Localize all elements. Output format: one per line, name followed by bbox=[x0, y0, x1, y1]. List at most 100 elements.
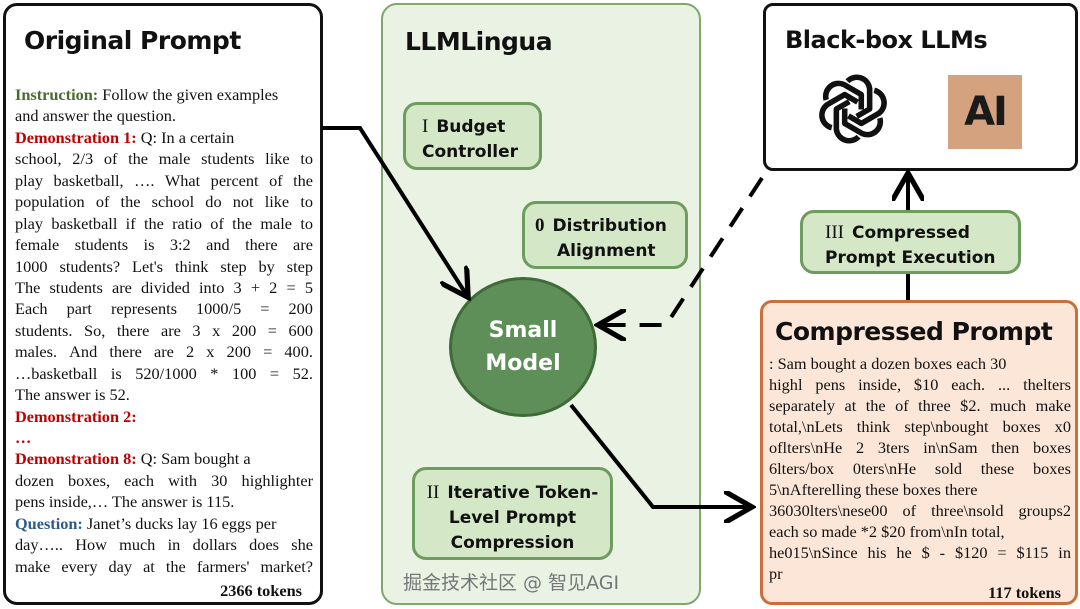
prompt-word: 2 bbox=[186, 342, 195, 362]
prompt-word: 200 bbox=[288, 299, 313, 319]
prompt-word: is bbox=[110, 363, 122, 383]
anthropic-logo-icon: AI bbox=[948, 75, 1022, 149]
prompt-word: the bbox=[128, 149, 148, 169]
compressed-line: each so made *2 $20 from\nIn total, bbox=[769, 521, 1071, 542]
prompt-line-text: Follow the given examples bbox=[98, 85, 279, 104]
prompt-word: represents bbox=[110, 299, 177, 319]
prompt-word: …basketball bbox=[15, 363, 98, 383]
distribution-line2: Alignment bbox=[557, 241, 656, 261]
compressed-word: 36030lters\nese00 bbox=[769, 501, 888, 520]
arrow-llm-feedback-dashed bbox=[602, 176, 764, 325]
prompt-word: by bbox=[258, 256, 275, 276]
black-box-llms-box: Black-box LLMs AI bbox=[763, 3, 1078, 171]
prompt-word: male bbox=[260, 213, 293, 233]
prompt-word: school bbox=[151, 192, 195, 212]
prompt-word: x bbox=[206, 342, 215, 362]
prompt-word: the bbox=[120, 192, 141, 212]
step-numeral: III bbox=[825, 222, 844, 243]
prompt-word: play bbox=[15, 170, 44, 190]
prompt-word: students bbox=[201, 149, 255, 169]
prompt-word: are bbox=[160, 320, 181, 340]
prompt-word: 100 bbox=[231, 363, 257, 383]
prompt-word: …. bbox=[134, 170, 155, 190]
prompt-word: are bbox=[293, 235, 313, 255]
prompt-word: there bbox=[109, 342, 142, 362]
prompt-word: 3:2 bbox=[169, 235, 191, 255]
prompt-line: Demonstration 1: Q: In a certain bbox=[15, 127, 313, 148]
prompt-line-text: Q: In a certain bbox=[136, 127, 235, 147]
prompt-word: do bbox=[205, 192, 222, 212]
compressed-word: the bbox=[865, 396, 886, 415]
compressed-prompt-box: Compressed Prompt : Sam bought a dozen b… bbox=[760, 300, 1078, 605]
prompt-word: like bbox=[265, 149, 290, 169]
prompt-word: step bbox=[220, 256, 247, 276]
prompt-line: Instruction: Follow the given examples bbox=[15, 84, 313, 105]
prompt-word: in bbox=[167, 535, 181, 555]
step-numeral: II bbox=[426, 482, 440, 503]
prompt-word: there bbox=[116, 320, 150, 340]
compressed-word: these bbox=[980, 459, 1015, 478]
prompt-line-text: Q: Sam bought a bbox=[136, 449, 251, 469]
prompt-word: x bbox=[212, 320, 221, 340]
compressed-word: boxes bbox=[1032, 438, 1071, 457]
prompt-word: = bbox=[269, 363, 280, 383]
prompt-word: of bbox=[210, 213, 224, 233]
compressed-prompt-title: Compressed Prompt bbox=[775, 317, 1053, 346]
prompt-word: the bbox=[165, 556, 186, 576]
prompt-section-label: Instruction: bbox=[15, 85, 99, 104]
prompt-word: 600 bbox=[288, 320, 313, 340]
compressed-word: he bbox=[896, 543, 912, 562]
prompt-word: basketball bbox=[51, 213, 118, 233]
budget-line2: Controller bbox=[422, 142, 519, 162]
prompt-word: = bbox=[263, 342, 273, 362]
prompt-word: female bbox=[15, 235, 60, 255]
prompt-word: = bbox=[260, 299, 270, 319]
prompt-word: percent bbox=[210, 170, 259, 190]
prompt-word: So, bbox=[84, 320, 106, 340]
compressed-line-text: each so made *2 $20 from\nIn total, bbox=[769, 522, 1005, 541]
small-model-node: Small Model bbox=[449, 277, 597, 417]
prompt-word: with bbox=[168, 470, 198, 490]
compressed-word: inside, bbox=[858, 375, 902, 394]
prompt-word: if bbox=[125, 213, 136, 233]
compressed-word: of bbox=[895, 396, 909, 415]
prompt-word: every bbox=[61, 556, 98, 576]
compressed-word: 0ters\nHe bbox=[852, 459, 917, 478]
compressed-line: 5\nAfterelling these boxes there bbox=[769, 479, 1071, 500]
prompt-word: 200 bbox=[231, 320, 257, 340]
prompt-word: 30 bbox=[211, 470, 228, 490]
compressed-word: sold bbox=[934, 459, 963, 478]
prompt-word: How bbox=[75, 535, 107, 555]
prompt-word: step bbox=[286, 256, 313, 276]
prompt-word: = bbox=[286, 277, 296, 297]
compressed-word: $115 bbox=[1016, 543, 1049, 562]
iterative-line1: Iterative Token- bbox=[447, 483, 599, 503]
small-model-line1: Small bbox=[488, 318, 558, 343]
execution-line2: Prompt Execution bbox=[825, 248, 996, 268]
prompt-word: highlighter bbox=[241, 470, 313, 490]
prompt-word: 1000 bbox=[15, 256, 48, 276]
prompt-word: dollars bbox=[192, 535, 237, 555]
openai-logo-icon bbox=[814, 74, 892, 146]
prompt-section-label: Demonstration 1: bbox=[15, 127, 137, 147]
prompt-word: 5 bbox=[304, 277, 313, 297]
compressed-word: separately bbox=[769, 396, 835, 415]
prompt-line: Question: Janet’s ducks lay 16 eggs per bbox=[15, 513, 313, 534]
compressed-word: at bbox=[844, 396, 857, 415]
prompt-word: much bbox=[119, 535, 156, 555]
